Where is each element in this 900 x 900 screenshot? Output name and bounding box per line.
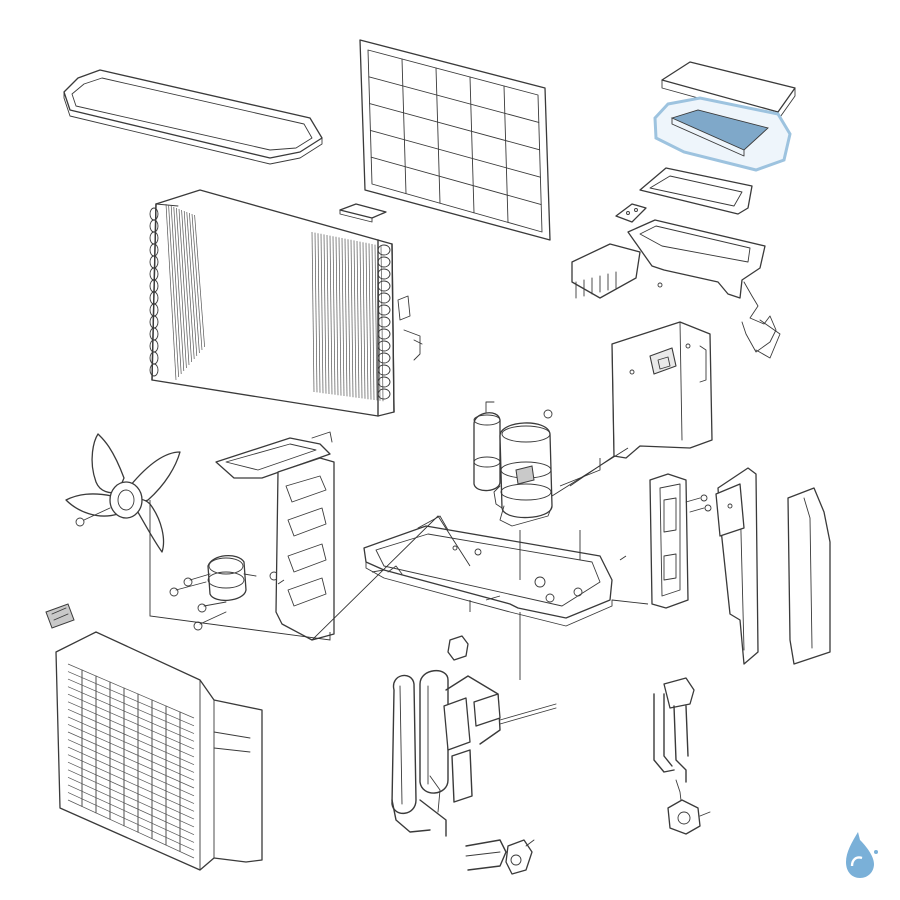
condenser-coil[interactable] [149,189,423,417]
service-valve-left[interactable] [465,839,535,875]
side-service-panel[interactable] [611,321,713,459]
base-pan[interactable] [363,515,613,627]
sensor-clip[interactable] [447,635,469,661]
droplet-logo-icon [846,832,878,878]
front-cabinet[interactable] [55,631,263,871]
panel-screws[interactable] [685,494,712,513]
exploded-leader-lines [149,447,649,680]
motor-bracket[interactable] [215,431,335,641]
four-way-valve-assembly[interactable] [391,670,557,837]
valve-cover[interactable] [787,487,831,665]
fan-propeller[interactable] [65,433,181,553]
right-side-panel[interactable] [715,467,759,665]
filter-frame[interactable] [639,167,753,215]
rear-grille-panel[interactable] [359,39,551,241]
expansion-valve-assembly[interactable] [653,677,711,835]
compressor[interactable] [473,401,553,527]
small-bracket[interactable] [615,203,647,223]
valve-mount-panel[interactable] [649,473,689,609]
air-filter-highlighted[interactable] [653,96,792,172]
fan-motor[interactable] [207,555,279,601]
electrical-control-box[interactable] [571,219,781,359]
small-grommet[interactable] [45,603,75,629]
top-cover-panel[interactable] [63,69,323,165]
